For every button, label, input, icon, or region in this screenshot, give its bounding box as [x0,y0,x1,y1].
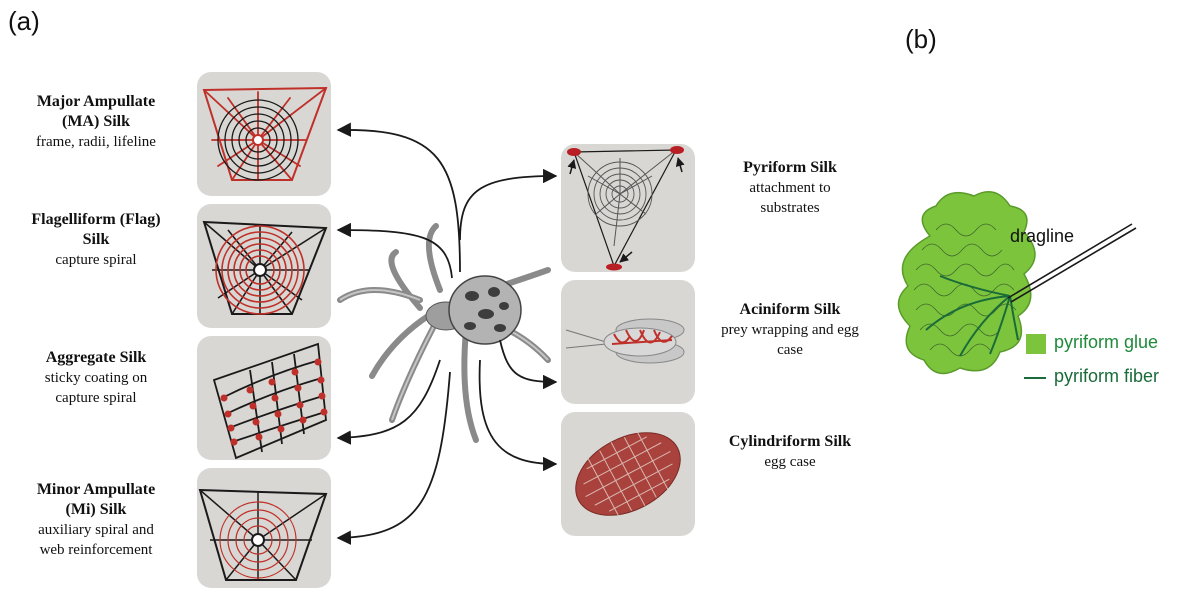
cylindriform-egg-case [562,416,695,532]
pyriform-web [567,146,684,271]
minor-ampullate-web [200,490,326,580]
flagelliform-web [204,222,326,314]
legend-glue-label: pyriform glue [1054,332,1158,353]
dragline-label: dragline [1010,226,1074,247]
major-ampullate-web [204,88,326,180]
arrows [338,130,556,538]
legend-fiber-label: pyriform fiber [1054,366,1159,387]
spider-illustration [340,226,548,440]
pyriform-attachment-disc [898,192,1035,374]
aciniform-wrapped-prey [566,319,684,363]
legend-glue-swatch [1026,334,1046,354]
